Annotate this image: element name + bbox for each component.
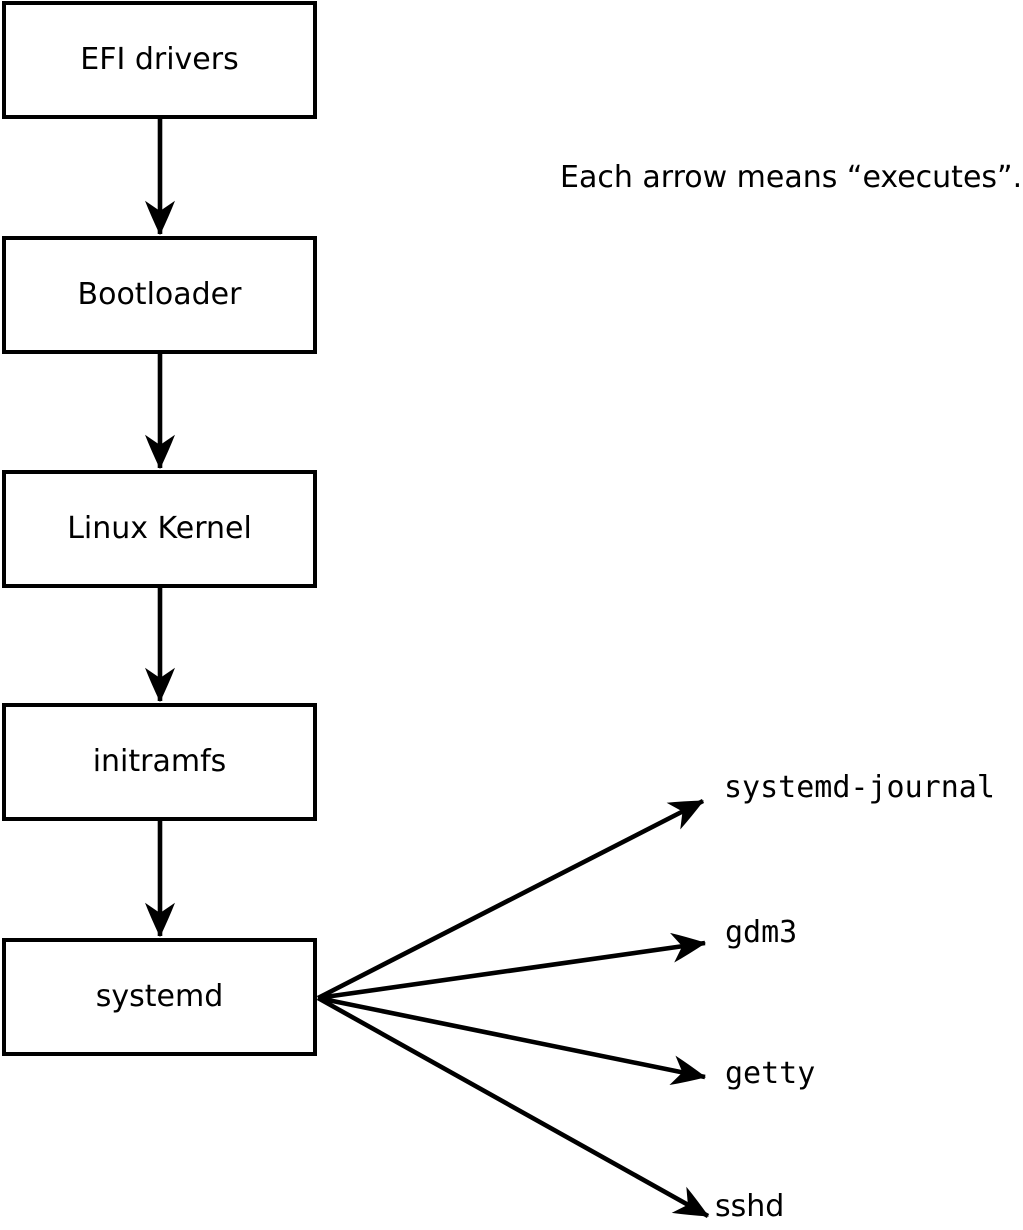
node-linux-kernel: Linux Kernel bbox=[2, 470, 317, 588]
node-systemd: systemd bbox=[2, 938, 317, 1056]
fan-arrow-systemd-to-sshd bbox=[316, 995, 710, 1219]
node-initramfs: initramfs bbox=[2, 703, 317, 821]
fan-arrow-systemd-to-gdm3 bbox=[317, 932, 707, 1001]
node-label-efi-drivers: EFI drivers bbox=[80, 42, 239, 77]
node-label-initramfs: initramfs bbox=[92, 744, 227, 779]
process-label-getty: getty bbox=[725, 1056, 816, 1091]
node-label-linux-kernel: Linux Kernel bbox=[67, 511, 252, 546]
node-label-bootloader: Bootloader bbox=[77, 277, 242, 312]
fan-arrow-systemd-to-systemd-journal bbox=[316, 798, 705, 1001]
fan-arrow-systemd-to-getty bbox=[317, 995, 707, 1086]
node-label-systemd: systemd bbox=[95, 979, 224, 1014]
process-label-sshd: sshd bbox=[715, 1189, 785, 1224]
node-efi-drivers: EFI drivers bbox=[2, 1, 317, 119]
process-label-gdm3: gdm3 bbox=[725, 915, 798, 950]
legend-note: Each arrow means “executes”. bbox=[560, 160, 1023, 195]
process-label-systemd-journal: systemd-journal bbox=[724, 770, 995, 805]
node-bootloader: Bootloader bbox=[2, 236, 317, 354]
